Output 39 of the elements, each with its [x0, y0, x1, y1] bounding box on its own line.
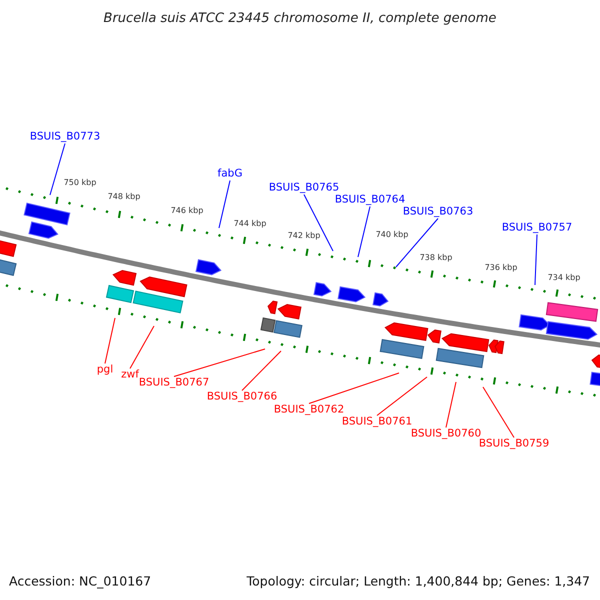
leader-line [104, 318, 116, 364]
scale-label: 734 kbp [548, 272, 580, 284]
scale-label: 746 kbp [170, 205, 204, 217]
leader-line [304, 194, 334, 252]
gene-label: BSUIS_B0761 [342, 416, 412, 428]
scale-label: 736 kbp [484, 262, 518, 274]
scale-label: 744 kbp [234, 218, 266, 230]
leader-line [396, 218, 438, 268]
gene-label: BSUIS_B0762 [274, 404, 344, 416]
gene-label: fabG [218, 168, 242, 180]
leader-line [446, 382, 456, 428]
gene-label: BSUIS_B0763 [402, 206, 474, 218]
scale-label: 750 kbp [64, 177, 96, 189]
leader-line [376, 376, 428, 416]
title: Brucella suis ATCC 23445 chromosome II, complete genome [102, 10, 498, 28]
leader-line [130, 326, 154, 369]
leader-line [174, 348, 266, 377]
leader-line [242, 350, 282, 391]
gene-label: zwf [121, 368, 139, 382]
scale-label: 738 kbp [420, 252, 452, 264]
gene-label: BSUIS_B0757 [502, 222, 572, 234]
leader-line [50, 143, 66, 196]
gene-label: BSUIS_B0765 [268, 182, 340, 194]
scale-label: 748 kbp [108, 191, 140, 203]
leader-line [358, 206, 370, 258]
leader-line [218, 180, 230, 228]
gene-label: BSUIS_B0767 [138, 376, 210, 390]
footer-text: Accession: NC_010167 [9, 572, 152, 591]
scale-label: 742 kbp [288, 230, 320, 242]
gene-label: BSUIS_B0766 [206, 390, 278, 404]
leader-line [308, 372, 400, 404]
gene-label: BSUIS_B0764 [334, 194, 406, 206]
leader-line [534, 234, 538, 286]
leader-line [482, 386, 514, 438]
scale-label: 740 kbp [376, 229, 408, 241]
gene-label: pgl [96, 364, 114, 376]
gene-label: BSUIS_B0759 [478, 438, 550, 450]
footer-text: Topology: circular; Length: 1,400,844 bp; Genes: 1,347 [246, 572, 590, 591]
gene-label: BSUIS_B0773 [30, 130, 100, 144]
